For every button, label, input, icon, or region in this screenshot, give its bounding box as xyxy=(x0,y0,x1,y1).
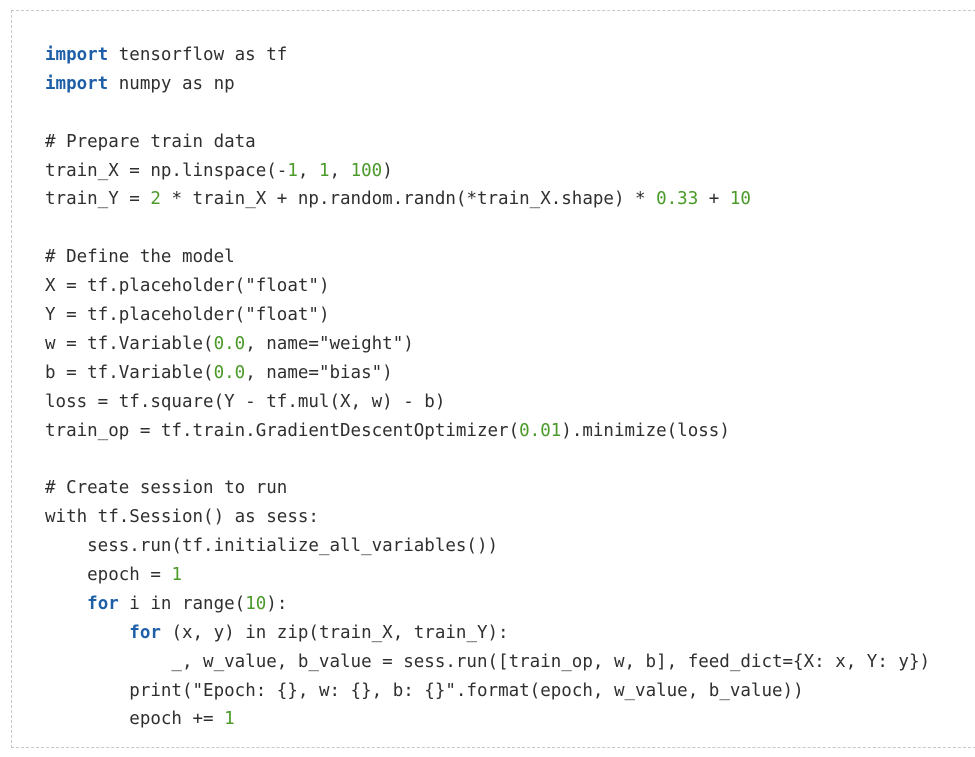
code-token: with tf.Session() as sess: xyxy=(45,507,319,528)
code-token: (x, y) in zip(train_X, train_Y): xyxy=(160,622,509,643)
number-token: 10 xyxy=(729,189,751,210)
string-token: "float" xyxy=(245,276,319,297)
number-token: 1 xyxy=(171,565,182,586)
code-token: _, w_value, b_value = sess.run([train_op… xyxy=(45,651,931,672)
code-token: train_X = np.linspace(- xyxy=(45,160,288,181)
code-line: with tf.Session() as sess: xyxy=(45,503,930,532)
number-token: 1 xyxy=(224,709,235,730)
code-line: train_X = np.linspace(-1, 1, 100) xyxy=(45,157,930,186)
code-token: train_op = tf.train.GradientDescentOptim… xyxy=(45,420,520,441)
code-line xyxy=(45,445,930,474)
code-line: Y = tf.placeholder("float") xyxy=(45,301,930,330)
comment-token: # Define the model xyxy=(45,247,235,268)
number-token: 10 xyxy=(245,593,267,614)
code-line: b = tf.Variable(0.0, name="bias") xyxy=(45,359,930,388)
code-token: w = tf.Variable( xyxy=(45,333,214,354)
code-token xyxy=(45,623,129,643)
code-token: ) xyxy=(318,305,330,326)
number-token: 0.0 xyxy=(213,333,246,354)
code-line: epoch += 1 xyxy=(45,705,930,734)
code-line: train_Y = 2 * train_X + np.random.randn(… xyxy=(45,185,930,214)
code-token: train_Y = xyxy=(45,189,151,210)
code-line: w = tf.Variable(0.0, name="weight") xyxy=(45,330,930,359)
code-token: , name= xyxy=(245,362,319,383)
code-token: ) xyxy=(318,276,330,297)
code-line xyxy=(45,214,930,243)
number-token: 100 xyxy=(350,160,383,181)
code-token: , xyxy=(329,160,351,181)
code-token: , name= xyxy=(245,333,319,354)
code-token: loss = tf.square(Y - tf.mul(X, w) - b) xyxy=(45,391,446,412)
code-line: import tensorflow as tf xyxy=(45,41,930,70)
keyword-token: import xyxy=(45,73,109,94)
code-token: epoch = xyxy=(45,565,172,586)
code-line xyxy=(45,99,930,128)
code-token: ) xyxy=(382,160,393,181)
code-line: train_op = tf.train.GradientDescentOptim… xyxy=(45,417,930,446)
code-token: ) xyxy=(382,362,393,383)
code-line: sess.run(tf.initialize_all_variables()) xyxy=(45,532,930,561)
code-token: sess.run(tf.initialize_all_variables()) xyxy=(45,536,499,557)
code-token: numpy as np xyxy=(108,73,235,94)
code-line: _, w_value, b_value = sess.run([train_op… xyxy=(45,648,930,677)
number-token: 1 xyxy=(287,160,298,181)
string-token: "weight" xyxy=(318,333,404,354)
code-token: , xyxy=(297,160,319,181)
number-token: 0.0 xyxy=(213,362,246,383)
code-token xyxy=(45,594,87,614)
number-token: 1 xyxy=(318,160,330,181)
code-token: ): xyxy=(266,593,288,614)
keyword-token: import xyxy=(45,45,109,65)
code-token: i in range( xyxy=(118,593,246,614)
code-token: tensorflow as tf xyxy=(108,45,288,65)
string-token: "float" xyxy=(245,305,319,326)
code-token: b = tf.Variable( xyxy=(45,362,214,383)
code-line: epoch = 1 xyxy=(45,561,930,590)
code-line: # Prepare train data xyxy=(45,128,930,157)
number-token: 2 xyxy=(150,189,161,210)
code-token: Y = tf.placeholder( xyxy=(45,305,246,326)
code-token: X = tf.placeholder( xyxy=(45,276,246,297)
code-token: ) xyxy=(403,333,414,354)
code-line: # Define the model xyxy=(45,243,930,272)
code-line: print("Epoch: {}, w: {}, b: {}".format(e… xyxy=(45,677,930,706)
code-line: for i in range(10): xyxy=(45,590,930,619)
number-token: 0.01 xyxy=(519,420,562,441)
code-line: for (x, y) in zip(train_X, train_Y): xyxy=(45,619,930,648)
keyword-token: for xyxy=(87,593,119,614)
code-token: * train_X + np.random.randn(*train_X.sha… xyxy=(160,189,657,210)
code-line: X = tf.placeholder("float") xyxy=(45,272,930,301)
string-token: "bias" xyxy=(318,362,383,383)
keyword-token: for xyxy=(129,622,161,643)
code-token: print( xyxy=(45,680,193,701)
code-token: + xyxy=(698,189,730,210)
string-token: "Epoch: {}, w: {}, b: {}" xyxy=(192,680,456,701)
code-token: epoch += xyxy=(45,709,225,730)
comment-token: # Prepare train data xyxy=(45,131,256,152)
comment-token: # Create session to run xyxy=(45,478,288,499)
number-token: 0.33 xyxy=(656,189,699,210)
code-line: # Create session to run xyxy=(45,474,930,503)
code-token: .format(epoch, w_value, b_value)) xyxy=(455,680,804,701)
code-line: loss = tf.square(Y - tf.mul(X, w) - b) xyxy=(45,388,930,417)
code-token: ).minimize(loss) xyxy=(561,420,730,441)
code-line: import numpy as np xyxy=(45,70,930,99)
